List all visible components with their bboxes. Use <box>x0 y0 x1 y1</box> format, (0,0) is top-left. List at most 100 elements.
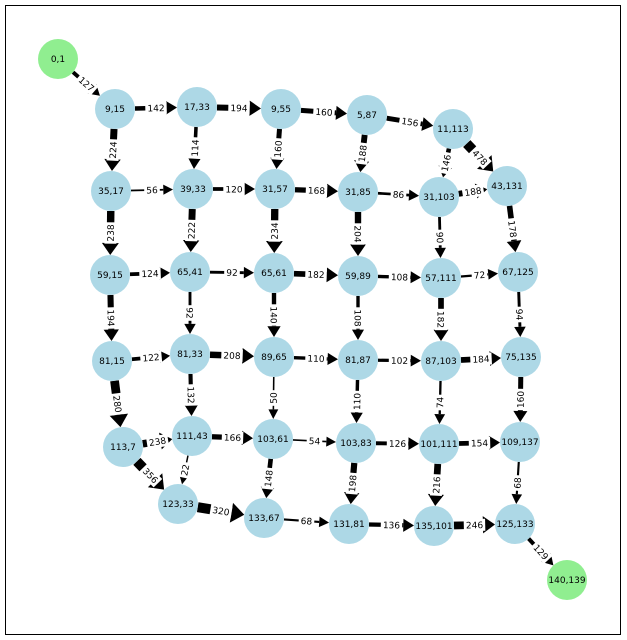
edge-arrowhead <box>243 266 255 279</box>
node-circle <box>498 252 538 292</box>
edge-weight-bg <box>468 145 492 170</box>
edge-weight-bg <box>355 142 370 165</box>
edge-weight-label: 204 <box>352 223 364 245</box>
node-103,83: 103,83 <box>336 423 376 463</box>
edge-weight-bg <box>144 183 160 197</box>
edge-arrowhead <box>335 105 348 120</box>
edge-weight-bg <box>529 540 553 564</box>
edge-weight-text: 160 <box>274 140 285 158</box>
edge-weight-text: 188 <box>358 144 370 162</box>
node-133,67: 133,67 <box>244 498 284 538</box>
node-label: 59,89 <box>345 272 371 282</box>
edge-weight-bg <box>312 105 336 119</box>
edge-arrowhead <box>249 100 262 116</box>
edge-weight-bg <box>228 101 250 115</box>
node-label: 35,17 <box>98 187 124 197</box>
node-label: 113,7 <box>110 443 136 453</box>
edge-weight-text: 182 <box>307 270 325 281</box>
edge-weight-label: 184 <box>470 352 492 366</box>
edge-arrowhead <box>188 158 201 170</box>
edge-weight-bg <box>345 472 360 495</box>
edge-arrowhead <box>344 491 360 505</box>
edge-weight-bg <box>470 352 492 366</box>
node-circle <box>336 423 376 463</box>
node-label: 17,33 <box>184 103 210 113</box>
node-131,81: 131,81 <box>329 504 369 544</box>
edge-weight-bg <box>398 114 422 130</box>
node-circle <box>414 506 454 546</box>
node-label: 125,133 <box>496 520 533 530</box>
node-9,55: 9,55 <box>261 89 301 129</box>
node-circle <box>244 498 284 538</box>
edge-weight-text: 216 <box>432 476 443 494</box>
edge-weight-label: 126 <box>386 437 409 450</box>
node-circle <box>433 109 473 149</box>
edge-weight-bg <box>221 349 243 362</box>
edge-arrowhead <box>326 267 339 283</box>
node-111,43: 111,43 <box>172 416 212 456</box>
edge-weight-label: 320 <box>209 503 233 519</box>
edge-weight-label: 90 <box>434 229 447 246</box>
node-label: 9,55 <box>271 105 291 115</box>
edge-weight-text: 132 <box>184 386 194 403</box>
node-43,131: 43,131 <box>487 166 527 206</box>
node-label: 131,81 <box>333 520 365 530</box>
edge-weight-bg <box>468 436 491 450</box>
node-circle <box>172 416 212 456</box>
edge-arrowhead <box>506 240 522 253</box>
edge-weight-text: 114 <box>191 139 202 157</box>
edge-weight-bg <box>145 433 170 450</box>
edge-weight-bg <box>461 183 485 200</box>
edge-arrowhead <box>434 413 446 425</box>
edge-weight-label: 124 <box>139 267 161 280</box>
edge-weight-label: 146 <box>437 151 455 175</box>
edge-weight-text: 50 <box>270 392 280 404</box>
edge-weight-bg <box>306 434 323 448</box>
edge-arrowhead <box>410 354 422 367</box>
node-9,15: 9,15 <box>95 89 135 129</box>
edge-arrowhead <box>103 329 119 342</box>
edge-weight-bg <box>380 518 403 532</box>
edge-weight-label: 68 <box>298 514 315 528</box>
edge-weight-label: 86 <box>390 188 407 201</box>
edge-arrowhead <box>487 268 499 280</box>
node-circle <box>173 169 213 209</box>
edge-weight-text: 136 <box>383 521 401 531</box>
edge-weight-label: 68 <box>511 474 524 492</box>
edge-weight-label: 94 <box>513 306 526 323</box>
edge-weight-text: 182 <box>435 311 445 328</box>
edge-weight-bg <box>271 137 285 161</box>
node-label: 135,101 <box>415 522 452 532</box>
edge-arrowhead <box>241 430 254 445</box>
edge-weight-text: 90 <box>434 232 444 244</box>
edge-weight-bg <box>188 137 202 159</box>
edge-weight-bg <box>388 354 411 367</box>
node-label: 109,137 <box>501 438 538 448</box>
node-circle <box>329 504 369 544</box>
node-label: 65,61 <box>261 269 287 279</box>
edge-arrowhead <box>482 516 496 534</box>
edge-weight-bg <box>177 461 193 479</box>
edge-weight-bg <box>471 268 488 282</box>
edge-weight-label: 140 <box>268 304 280 326</box>
node-label: 5,87 <box>357 111 377 121</box>
node-circle <box>338 256 378 296</box>
edge-weight-bg <box>305 352 327 365</box>
node-label: 59,15 <box>97 271 123 281</box>
edge-arrowhead <box>326 436 337 447</box>
edge-arrowhead <box>184 323 196 334</box>
node-label: 87,103 <box>425 357 457 367</box>
edge-weight-bg <box>268 220 281 242</box>
edge-layer <box>71 70 554 566</box>
edge-arrowhead <box>511 493 523 505</box>
edge-weight-bg <box>305 184 328 197</box>
edge-weight-text: 194 <box>105 309 115 327</box>
edge-weight-bg <box>350 390 364 413</box>
edge-weight-bg <box>138 463 163 488</box>
node-label: 103,83 <box>340 439 372 449</box>
node-label: 43,131 <box>491 182 523 192</box>
node-5,87: 5,87 <box>347 95 387 135</box>
edge-weight-text: 198 <box>348 474 359 492</box>
edge-weight-text: 68 <box>300 517 312 528</box>
node-31,103: 31,103 <box>419 177 459 217</box>
